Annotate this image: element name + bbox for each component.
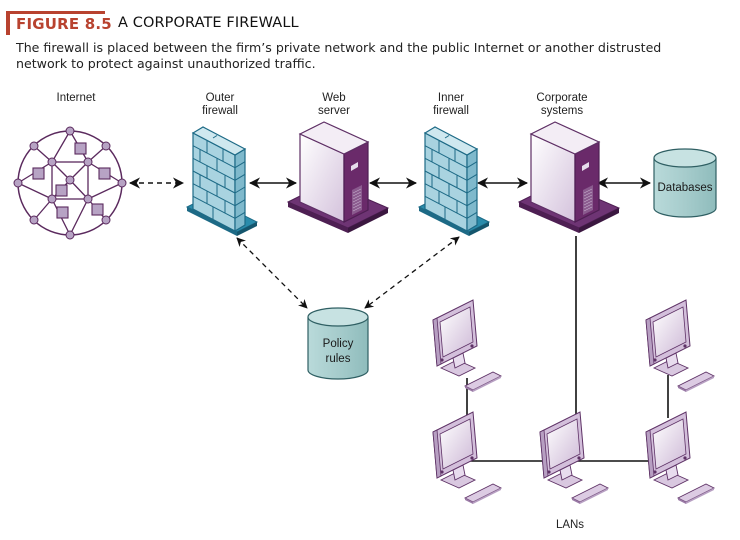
inner-firewall-label: Inner firewall — [421, 92, 481, 118]
figure-title: A CORPORATE FIREWALL — [118, 15, 299, 31]
web-server-icon — [287, 121, 389, 234]
internet-network-globe-icon — [13, 126, 127, 240]
databases-cylinder-icon: Databases — [653, 148, 717, 218]
inner-firewall-policy-link — [364, 236, 460, 309]
lan-computer-bottom-center-icon — [539, 411, 609, 505]
corporate-systems-label: Corporate systems — [527, 92, 597, 118]
web-server-label-line1: Web — [322, 92, 346, 104]
outer-firewall-policy-link — [236, 237, 308, 309]
caption-line-1: The firewall is placed between the firm’… — [16, 40, 662, 55]
internet-label: Internet — [56, 92, 96, 104]
figure-number: FIGURE 8.5 — [16, 15, 112, 33]
caption-line-2: network to protect against unauthorized … — [16, 56, 316, 71]
inner-firewall-label-line1: Inner — [437, 92, 465, 104]
outer-firewall-label-line2: firewall — [202, 105, 238, 117]
figure-accent-vertical — [6, 11, 10, 35]
policy-rules-cylinder-icon: Policy rules — [307, 307, 369, 380]
web-server-label: Web server — [304, 92, 364, 118]
figure-caption: The firewall is placed between the firm’… — [16, 40, 716, 72]
lan-computer-bottom-left-icon — [432, 411, 502, 505]
lans-label: LANs — [555, 519, 585, 531]
outer-firewall-icon — [186, 126, 258, 237]
corporate-systems-label-line1: Corporate — [536, 92, 588, 104]
web-server-label-line2: server — [318, 105, 350, 117]
policy-rules-label-line2: rules — [326, 353, 351, 365]
outer-firewall-label: Outer firewall — [190, 92, 250, 118]
figure-accent-horizontal — [6, 11, 105, 14]
databases-label: Databases — [658, 182, 713, 194]
inner-firewall-label-line2: firewall — [433, 105, 469, 117]
corporate-systems-server-icon — [518, 121, 620, 234]
corporate-systems-label-line2: systems — [540, 105, 584, 117]
inner-firewall-icon — [418, 126, 490, 237]
lan-computer-bottom-right-icon — [645, 411, 715, 505]
policy-rules-label-line1: Policy — [323, 338, 354, 350]
outer-firewall-label-line1: Outer — [205, 92, 235, 104]
lan-computer-top-right-icon — [645, 299, 715, 393]
